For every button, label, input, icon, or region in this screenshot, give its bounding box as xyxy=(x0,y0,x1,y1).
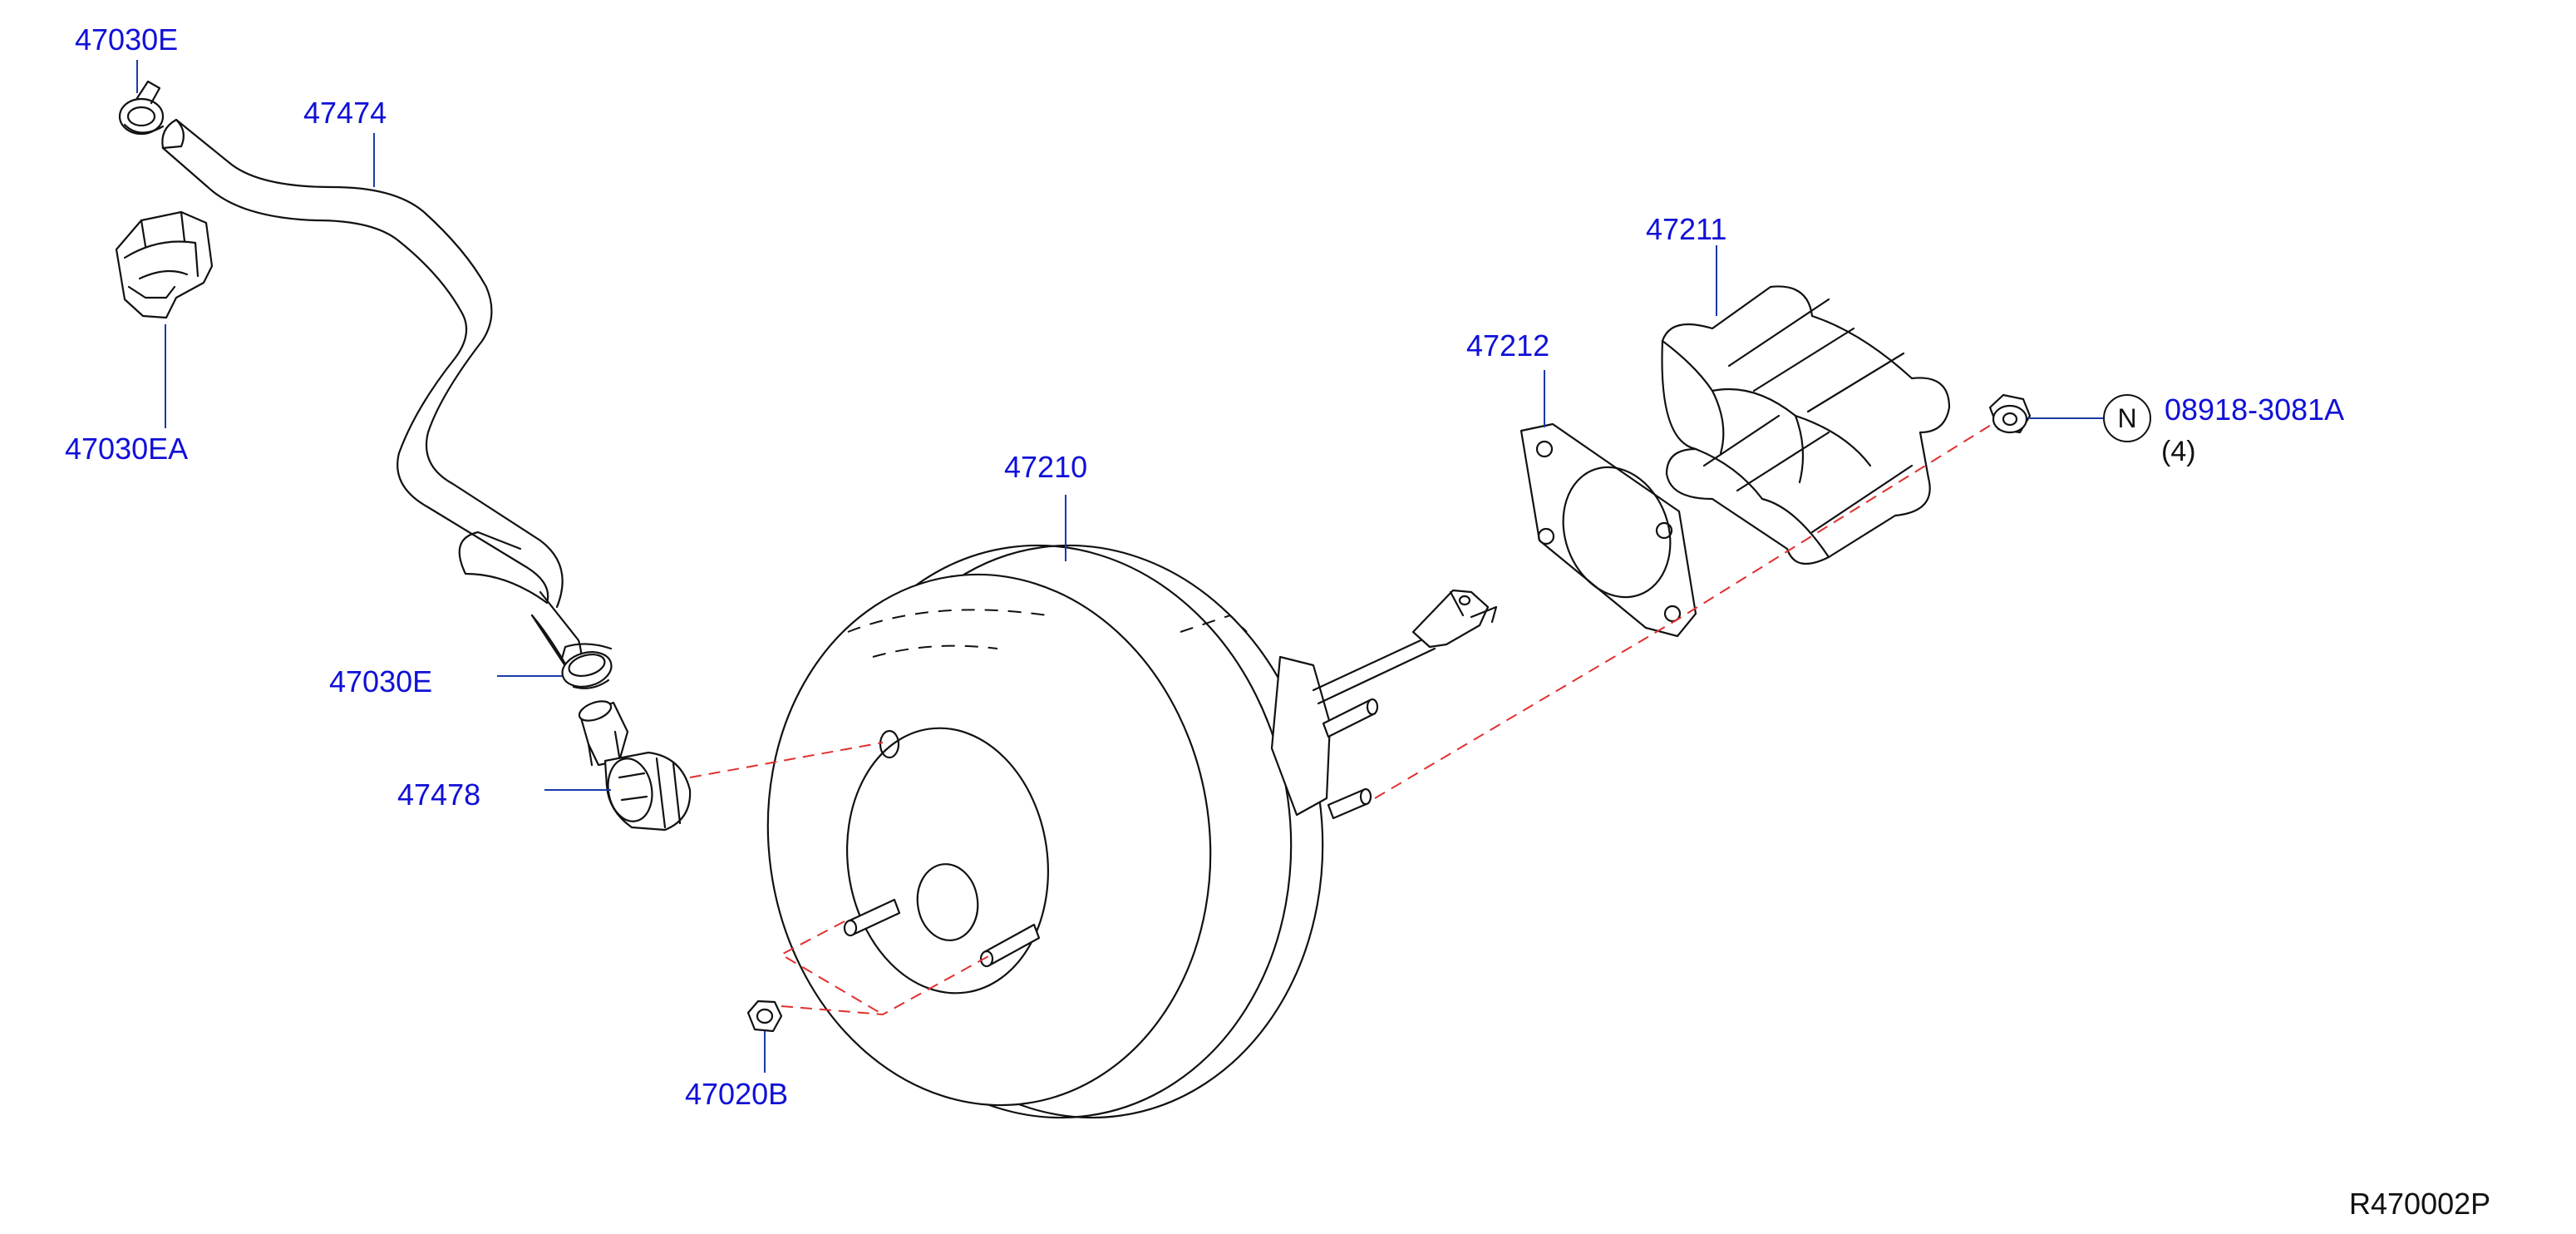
vacuum-hose-icon xyxy=(161,118,583,680)
part-label-47478: 47478 xyxy=(397,777,481,812)
part-label-47474: 47474 xyxy=(303,96,387,130)
part-label-47030e: 47030E xyxy=(75,22,179,57)
hose-clamp-icon xyxy=(560,643,613,689)
part-label-47212: 47212 xyxy=(1466,328,1550,363)
part-label-08918-3081a: 08918-3081A xyxy=(2165,392,2345,427)
part-label-47211: 47211 xyxy=(1646,212,1727,246)
part-label-47210: 47210 xyxy=(1004,450,1088,484)
nut-icon xyxy=(746,1000,783,1033)
flange-nut-icon xyxy=(1988,393,2032,434)
hose-clip-icon xyxy=(115,210,214,319)
part-label-47030e: 47030E xyxy=(329,664,433,698)
quantity-label: (4) xyxy=(2161,436,2196,467)
n-mark-badge: N xyxy=(2103,394,2151,442)
brake-booster-icon xyxy=(766,544,1498,1119)
gasket-icon xyxy=(1519,422,1697,638)
leader-lines xyxy=(136,60,2103,1073)
diagram-code: R470002P xyxy=(2349,1187,2491,1221)
spacer-icon xyxy=(1661,285,1951,565)
part-label-47020b: 47020B xyxy=(685,1077,789,1111)
check-valve-icon xyxy=(578,700,692,832)
alignment-lines xyxy=(689,422,1996,1016)
part-label-47030ea: 47030EA xyxy=(65,432,189,466)
hose-clamp-icon xyxy=(118,80,165,136)
